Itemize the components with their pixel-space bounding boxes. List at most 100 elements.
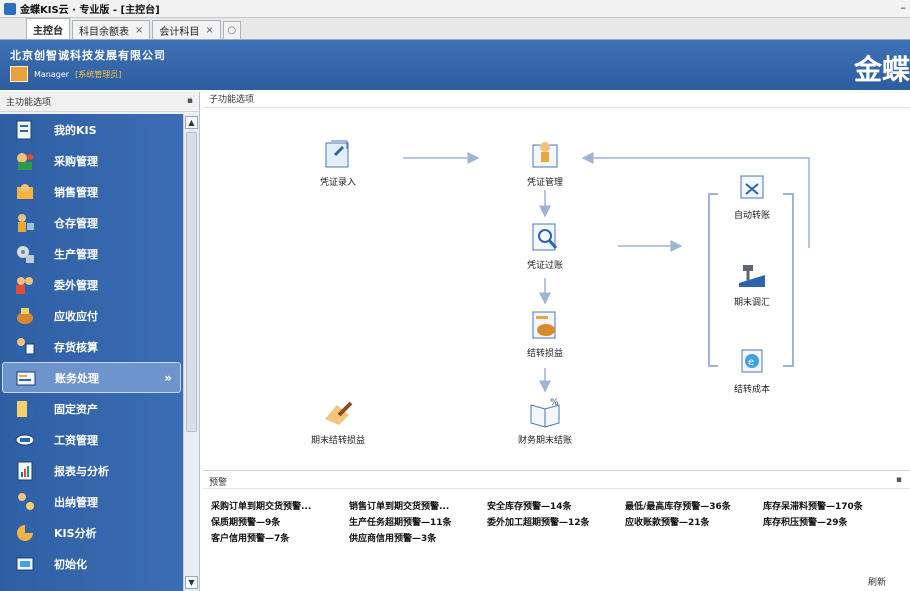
- production-icon: [14, 243, 36, 265]
- sidebar-scrollbar[interactable]: ▲ ▼: [183, 114, 199, 591]
- alert-item[interactable]: 采购订单到期交货预警...: [211, 502, 312, 512]
- pin-icon[interactable]: ▪: [186, 96, 193, 106]
- sidebar-item-inventory[interactable]: 存货核算: [0, 331, 183, 362]
- home-icon[interactable]: [10, 66, 28, 82]
- node-label: 凭证录入: [319, 178, 356, 188]
- alert-item[interactable]: 库存呆滞料预警—170条: [763, 502, 863, 512]
- node-auto-transfer[interactable]: 自动转账: [707, 170, 797, 222]
- sidebar-item-cashier[interactable]: 出纳管理: [0, 486, 183, 517]
- refresh-button[interactable]: 刷新: [867, 578, 886, 588]
- sidebar-item-report[interactable]: 报表与分析: [0, 455, 183, 486]
- sidebar-item-salary[interactable]: 工资管理: [0, 424, 183, 455]
- node-profit-loss[interactable]: 结转损益: [500, 308, 590, 360]
- sidebar-item-production[interactable]: 生产管理: [0, 238, 183, 269]
- analysis-icon: [14, 522, 36, 544]
- node-label: 自动转账: [733, 211, 770, 221]
- alert-list: 采购订单到期交货预警... 销售订单到期交货预警... 安全库存预警—14条 最…: [211, 499, 901, 544]
- sidebar-item-analysis[interactable]: KIS分析: [0, 517, 183, 548]
- inventory-icon: [14, 336, 36, 358]
- sidebar-title: 主功能选项: [6, 98, 52, 108]
- node-label: 财务期末结账: [517, 436, 572, 446]
- fees-icon: e: [741, 349, 763, 373]
- profit-loss-icon: [532, 311, 556, 339]
- node-exchange[interactable]: 期末调汇: [707, 257, 797, 309]
- node-label: 结转损益: [526, 349, 563, 359]
- node-label: 期末调汇: [733, 298, 770, 308]
- subfunction-title: 子功能选项: [203, 92, 910, 108]
- sidebar-item-label: 初始化: [54, 557, 87, 571]
- sidebar-item-outsourcing[interactable]: 委外管理: [0, 269, 183, 300]
- brand-logo: 金蝶: [853, 53, 910, 86]
- sidebar-item-label: 账务处理: [55, 371, 99, 385]
- sidebar-item-label: 出纳管理: [54, 495, 98, 509]
- sidebar-item-my-kis[interactable]: 我的KIS: [0, 114, 183, 145]
- flow-connectors: [403, 152, 810, 393]
- sidebar-item-fixed-asset[interactable]: 固定资产: [0, 393, 183, 424]
- node-period-end[interactable]: % 财务期末结账: [500, 395, 590, 447]
- sidebar-item-warehouse[interactable]: 仓存管理: [0, 207, 183, 238]
- user-role: [系统管理员]: [75, 70, 122, 79]
- new-tab-icon[interactable]: ○: [222, 21, 241, 39]
- company-banner: 北京创智诚科技发展有限公司 Manager[系统管理员] 金蝶: [0, 40, 910, 90]
- node-voucher-entry[interactable]: 凭证录入: [293, 137, 383, 189]
- voucher-manage-icon: [532, 142, 558, 168]
- sidebar-item-sales[interactable]: 销售管理: [0, 176, 183, 207]
- close-icon[interactable]: ×: [135, 24, 144, 36]
- tab-accounts[interactable]: 会计科目 ×: [152, 20, 221, 39]
- node-label: 期末结转损益: [310, 436, 365, 446]
- scroll-thumb[interactable]: [186, 132, 197, 432]
- warehouse-icon: [14, 212, 36, 234]
- sidebar-item-init[interactable]: 初始化: [0, 548, 183, 579]
- tab-main-console[interactable]: 主控台: [26, 18, 70, 39]
- node-label: 凭证过账: [526, 261, 563, 271]
- module-menu: 我的KIS 采购管理 销售管理 仓存管理 生产管理 委外管理 应收应付 存货核: [0, 114, 183, 591]
- node-carry[interactable]: 期末结转损益: [293, 395, 383, 447]
- alert-item[interactable]: 客户信用预警—7条: [211, 534, 290, 544]
- alert-item[interactable]: 销售订单到期交货预警...: [349, 502, 450, 512]
- voucher-review-icon: [532, 223, 558, 251]
- voucher-entry-icon: [325, 140, 349, 168]
- close-icon[interactable]: ×: [205, 24, 214, 36]
- sidebar-item-label: 存货核算: [54, 340, 98, 354]
- window-title: 金蝶KIS云 · 专业版 - [主控台]: [20, 5, 160, 16]
- tab-label: 主控台: [33, 25, 63, 37]
- node-label: 结转成本: [733, 385, 770, 395]
- sidebar-item-label: 固定资产: [54, 402, 98, 416]
- exchange-icon: [739, 265, 765, 287]
- tab-bar: 主控台 科目余额表 × 会计科目 × ○: [0, 18, 910, 40]
- app-logo-icon: [4, 2, 16, 15]
- sidebar-item-purchase[interactable]: 采购管理: [0, 145, 183, 176]
- sidebar-item-receivable[interactable]: 应收应付: [0, 300, 183, 331]
- alert-item[interactable]: 安全库存预警—14条: [487, 502, 572, 512]
- scroll-down-icon[interactable]: ▼: [185, 576, 198, 589]
- alert-item[interactable]: 生产任务超期预警—11条: [349, 518, 452, 528]
- alert-item[interactable]: 供应商信用预警—3条: [349, 534, 437, 544]
- tab-balance-sheet[interactable]: 科目余额表 ×: [72, 20, 151, 39]
- alert-item[interactable]: 保质期预警—9条: [211, 518, 281, 528]
- sales-icon: [14, 181, 36, 203]
- minimize-icon[interactable]: –: [900, 1, 907, 14]
- sidebar-item-label: 销售管理: [54, 185, 98, 199]
- company-name: 北京创智诚科技发展有限公司: [10, 49, 166, 62]
- tab-label: 会计科目: [159, 26, 200, 38]
- node-fees[interactable]: e 结转成本: [707, 344, 797, 396]
- outsourcing-icon: [14, 274, 36, 296]
- alert-item[interactable]: 委外加工超期预警—12条: [487, 518, 590, 528]
- scroll-up-icon[interactable]: ▲: [185, 116, 198, 129]
- alert-item[interactable]: 库存积压预警—29条: [763, 518, 848, 528]
- node-label: 凭证管理: [526, 178, 563, 188]
- sidebar-item-label: 生产管理: [54, 247, 98, 261]
- sidebar-item-accounting[interactable]: 账务处理 »: [2, 362, 181, 393]
- salary-icon: [14, 429, 36, 451]
- tab-label: 科目余额表: [79, 26, 129, 38]
- node-voucher-manage[interactable]: 凭证管理: [500, 137, 590, 189]
- period-end-icon: %: [530, 398, 560, 428]
- alert-item[interactable]: 应收账款预警—21条: [625, 518, 710, 528]
- alert-item[interactable]: 最低/最高库存预警—36条: [625, 502, 731, 512]
- sidebar-item-label: 应收应付: [54, 309, 98, 323]
- sidebar-item-label: 报表与分析: [54, 464, 109, 478]
- my-kis-icon: [14, 119, 36, 141]
- node-voucher-review[interactable]: 凭证过账: [500, 220, 590, 272]
- alert-title: 预警: [203, 471, 910, 489]
- pin-icon[interactable]: ▪: [895, 475, 902, 485]
